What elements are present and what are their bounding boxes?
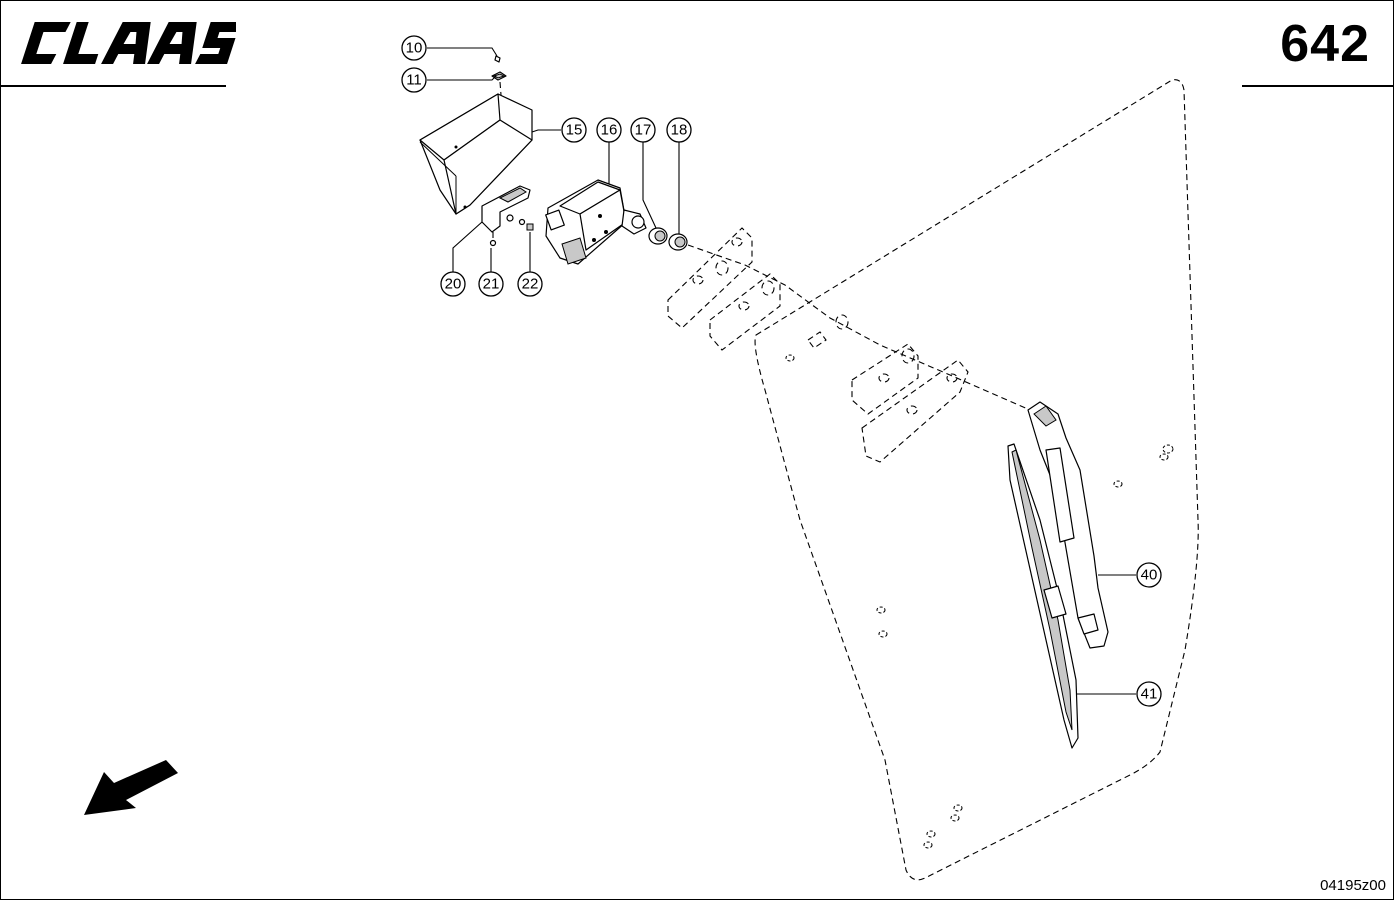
shaft-washer-outline [835,314,849,330]
callout-20: 20 [440,271,466,297]
svg-text:21: 21 [483,276,500,293]
part-15-motor-cover [419,93,533,215]
part-22-washer [518,218,534,231]
callout-18: 18 [666,117,692,143]
claas-logo [21,22,236,64]
shaft-nut-outline [807,331,827,349]
mounting-plate-1 [667,227,753,329]
window-pane-outline [754,79,1199,881]
callout-10: 10 [401,35,427,61]
part-16-wiper-motor [545,179,647,265]
drawing-code: 04195z00 [1320,877,1386,894]
shaft-axis-line [687,244,1031,411]
part-10-screw [494,55,501,63]
callout-17: 17 [630,117,656,143]
svg-text:15: 15 [566,122,583,139]
mounting-plate-2 [709,273,781,351]
part-40-wiper-arm [1027,401,1109,649]
callout-15: 15 [561,117,587,143]
part-41-wiper-blade [1007,443,1079,749]
direction-arrow-icon [84,760,178,815]
part-11-clip-nut [491,71,507,81]
svg-text:18: 18 [671,122,688,139]
callout-11: 11 [401,67,427,93]
part-18-nut [668,233,688,251]
svg-text:20: 20 [445,276,462,293]
mounting-bracket-3 [851,343,919,415]
callout-41: 41 [1136,681,1162,707]
callout-40: 40 [1136,562,1162,588]
part-20-bracket [481,185,531,233]
svg-text:41: 41 [1141,686,1158,703]
glass-mount-holes [785,354,1174,849]
part-17-seal [648,227,668,245]
leader-lines [427,47,1136,695]
svg-text:11: 11 [406,72,422,89]
callout-16: 16 [596,117,622,143]
callout-21: 21 [478,271,504,297]
mounting-bracket-4 [861,359,969,463]
svg-text:40: 40 [1141,567,1158,584]
svg-text:10: 10 [406,40,423,57]
svg-text:17: 17 [635,122,652,139]
callout-22: 22 [517,271,543,297]
page-number: 642 [1280,15,1370,73]
svg-text:16: 16 [601,122,618,139]
header-rule-right [1242,85,1394,87]
header-rule-left [0,85,226,87]
part-21-screw [489,214,514,247]
svg-text:22: 22 [522,276,539,293]
